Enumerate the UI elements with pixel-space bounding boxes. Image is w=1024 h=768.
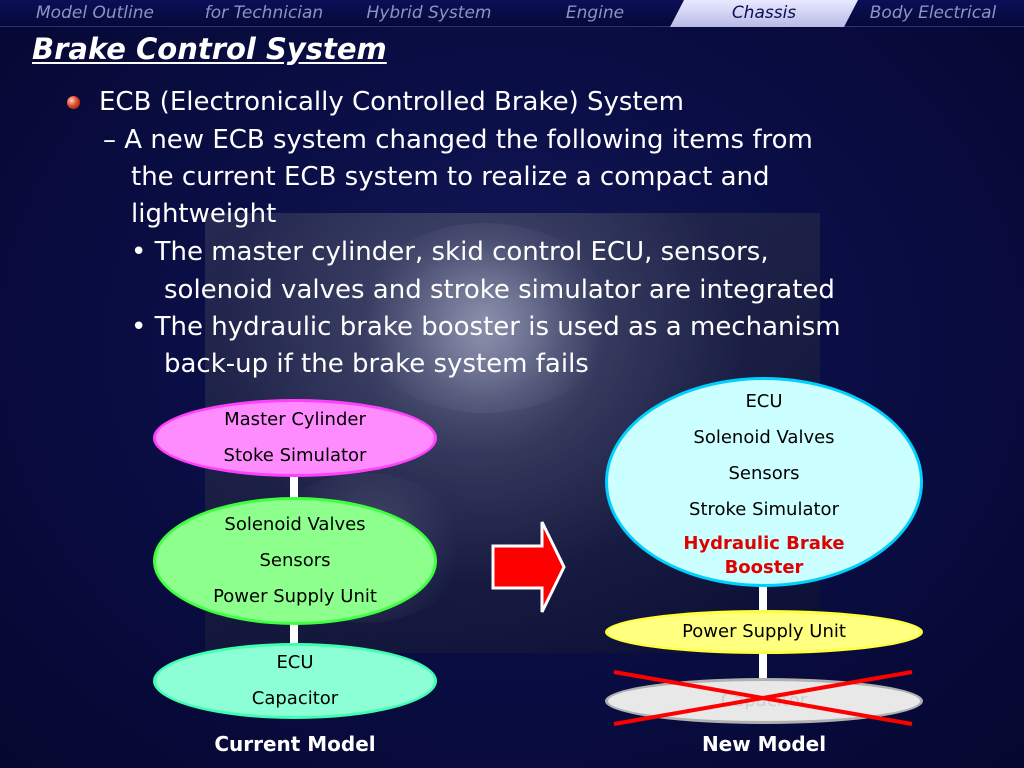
sub-bullet-line-3: lightweight: [131, 199, 277, 229]
new-model-label: New Model: [701, 732, 827, 756]
main-bullet-text: ECB (Electronically Controlled Brake) Sy…: [99, 87, 684, 117]
nav-item-engine[interactable]: Engine: [565, 3, 625, 23]
detail-bullet-1-line-2: solenoid valves and stroke simulator are…: [164, 275, 835, 305]
block-label: ECU: [745, 391, 783, 412]
block-label: Solenoid Valves: [693, 427, 835, 448]
solenoid-valves-block: Solenoid Valves Sensors Power Supply Uni…: [153, 497, 437, 625]
highlight-line: Booster: [724, 557, 804, 578]
connector-line: [759, 585, 767, 613]
power-supply-block: Power Supply Unit: [605, 610, 923, 654]
integrated-ecb-block: ECU Solenoid Valves Sensors Stroke Simul…: [605, 377, 923, 587]
top-nav: Model Outline for Technician Hybrid Syst…: [0, 0, 1024, 27]
detail-bullet-2-line-1: • The hydraulic brake booster is used as…: [131, 312, 841, 342]
right-arrow-icon: [491, 521, 566, 613]
bullet-icon: [67, 96, 80, 109]
block-label: Power Supply Unit: [682, 621, 846, 642]
current-model-label: Current Model: [214, 732, 376, 756]
nav-item-model-outline[interactable]: Model Outline: [36, 3, 154, 23]
connector-line: [759, 650, 767, 680]
sub-bullet-line-1: – A new ECB system changed the following…: [103, 125, 813, 155]
block-label: Power Supply Unit: [213, 586, 377, 607]
block-label: Solenoid Valves: [224, 514, 366, 535]
cross-out-icon: [613, 670, 913, 726]
highlight-line: Hydraulic Brake: [683, 533, 845, 554]
nav-item-chassis[interactable]: Chassis: [670, 0, 858, 27]
hydraulic-brake-booster-label: Hydraulic Brake Booster: [683, 532, 844, 580]
block-label: Stroke Simulator: [689, 499, 839, 520]
ecu-capacitor-block: ECU Capacitor: [153, 643, 437, 719]
block-label: Stoke Simulator: [223, 445, 367, 466]
nav-item-hybrid-system[interactable]: Hybrid System: [366, 3, 492, 23]
nav-item-for-technician[interactable]: for Technician: [204, 3, 324, 23]
detail-bullet-1-line-1: • The master cylinder, skid control ECU,…: [131, 237, 769, 267]
block-label: Sensors: [259, 550, 331, 571]
sub-bullet-line-2: the current ECB system to realize a comp…: [131, 162, 770, 192]
master-cylinder-block: Master Cylinder Stoke Simulator: [153, 399, 437, 477]
connector-line: [290, 470, 298, 510]
nav-item-body-electrical[interactable]: Body Electrical: [869, 3, 997, 23]
block-label: ECU: [276, 652, 314, 673]
block-label: Master Cylinder: [224, 409, 366, 430]
block-label: Sensors: [728, 463, 800, 484]
connector-line: [290, 620, 298, 650]
page-title: Brake Control System: [32, 32, 387, 66]
detail-bullet-2-line-2: back-up if the brake system fails: [164, 349, 589, 379]
block-label: Capacitor: [251, 688, 339, 709]
